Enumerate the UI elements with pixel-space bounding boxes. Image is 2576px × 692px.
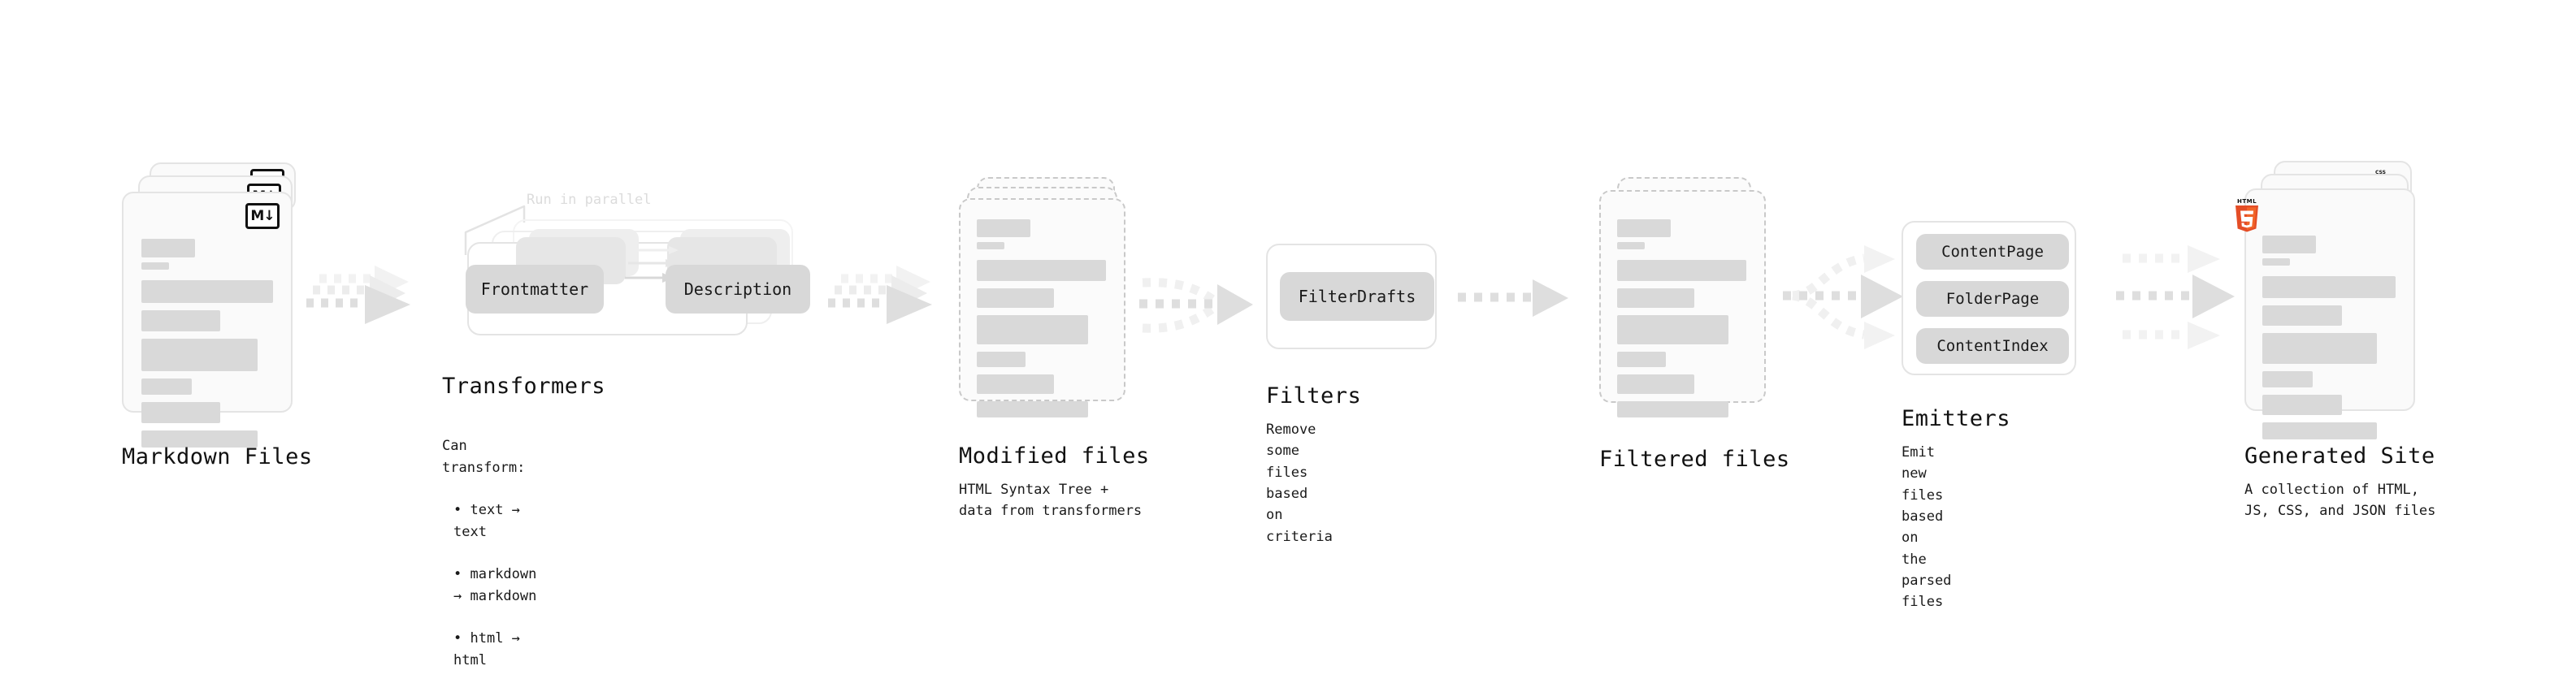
chip-label: ContentPage — [1941, 243, 2044, 261]
placeholder-bar — [977, 352, 1026, 367]
stage-desc-modified-files: HTML Syntax Tree + data from transformer… — [959, 482, 1143, 520]
placeholder-bar — [977, 374, 1055, 394]
filtered-card-front — [1599, 190, 1766, 417]
connector-modified-to-filters — [1136, 258, 1290, 351]
placeholder-bar — [1617, 401, 1728, 417]
placeholder-bar — [141, 378, 192, 395]
stage-modified-files: Modified files HTML Syntax Tree + data f… — [959, 177, 1149, 519]
filter-chip-filterdrafts[interactable]: FilterDrafts — [1280, 272, 1434, 321]
placeholder-bar — [2262, 422, 2378, 439]
stage-desc-filters: Remove some files based on criteria — [1266, 422, 1333, 545]
stage-desc-emitters: Emit new files based on the parsed files — [1902, 444, 1952, 611]
chip-label: Frontmatter — [480, 279, 589, 299]
chip-label: ContentIndex — [1936, 337, 2049, 355]
desc-line: Can transform: — [442, 438, 526, 476]
placeholder-bar — [977, 242, 1004, 249]
connector-filtered-to-emitters — [1780, 236, 1942, 361]
html5-wordmark: HTML — [2236, 198, 2257, 205]
placeholder-bar — [2262, 236, 2316, 253]
placeholder-bar — [2262, 305, 2343, 326]
stage-markdown-files: M↓ M↓ M↓ Markdown Files — [122, 162, 317, 469]
dashed-arrow-icon — [1458, 279, 1568, 317]
placeholder-bar — [1617, 288, 1695, 308]
placeholder-bar — [141, 280, 273, 303]
stage-title-filters: Filters — [1266, 383, 1362, 409]
filters-panel: FilterDrafts — [1266, 244, 1437, 349]
stage-title-markdown-files: Markdown Files — [122, 444, 313, 469]
placeholder-bar — [141, 310, 221, 331]
modified-file-stack — [959, 177, 1146, 437]
emitters-panel: ContentPage FolderPage ContentIndex — [1902, 221, 2076, 375]
placeholder-bar — [141, 239, 195, 257]
placeholder-bar — [141, 339, 258, 371]
bullet-item: • html → html — [453, 630, 520, 668]
placeholder-bar — [2262, 395, 2343, 415]
chip-label: FilterDrafts — [1298, 287, 1416, 306]
placeholder-bar — [2262, 371, 2314, 387]
dashed-arrow-stack-icon — [2116, 245, 2235, 349]
html5-logo-icon: HTML — [2233, 198, 2261, 232]
connector-filters-to-filtered — [1455, 276, 1601, 336]
stage-desc-transformers: Can transform: • text → text • markdown … — [442, 414, 536, 692]
stage-title-generated-site: Generated Site — [2244, 443, 2435, 469]
placeholder-bar — [141, 262, 169, 270]
placeholder-bar — [141, 402, 221, 423]
placeholder-bar — [1617, 374, 1695, 394]
placeholder-bar — [1617, 260, 1746, 281]
transformer-chip-frontmatter[interactable]: Frontmatter — [466, 265, 604, 314]
parallel-bracket-icon — [464, 205, 526, 255]
stage-filtered-files: Filtered files — [1599, 177, 1789, 472]
chip-label: Description — [683, 279, 792, 299]
connector-transformers-to-modified — [825, 264, 987, 348]
markdown-file-stack: M↓ M↓ M↓ — [122, 162, 317, 448]
stage-title-transformers: Transformers — [442, 374, 606, 399]
dashed-arrow-merge-icon — [1139, 278, 1253, 333]
dashed-arrow-stack-icon — [306, 266, 410, 324]
stage-title-filtered-files: Filtered files — [1599, 447, 1790, 472]
placeholder-bar — [2262, 258, 2290, 266]
filtered-file-stack — [1599, 177, 1786, 437]
stage-title-emitters: Emitters — [1902, 406, 2011, 431]
site-card-html: HTML — [2236, 188, 2415, 439]
bullet-label: markdown → markdown — [453, 566, 537, 604]
run-in-parallel-label: Run in parallel — [527, 192, 652, 208]
placeholder-bar — [1617, 242, 1645, 249]
placeholder-bar — [977, 219, 1030, 237]
modified-card-front — [959, 198, 1125, 417]
placeholder-bar — [2262, 333, 2378, 364]
placeholder-bar — [977, 288, 1055, 308]
connector-emitters-to-site — [2113, 236, 2275, 361]
chip-label: FolderPage — [1945, 290, 2040, 308]
placeholder-bar — [1617, 352, 1667, 367]
dashed-arrow-split-icon — [1783, 245, 1903, 349]
emitter-chip-contentindex[interactable]: ContentIndex — [1916, 328, 2069, 364]
connector-md-to-transformers — [303, 264, 466, 348]
placeholder-bar — [977, 260, 1106, 281]
stage-desc-generated-site: A collection of HTML, JS, CSS, and JSON … — [2244, 482, 2436, 520]
bullet-label: html → html — [453, 630, 520, 668]
stage-title-modified-files: Modified files — [959, 443, 1150, 469]
markdown-logo-icon: M↓ — [245, 203, 280, 229]
markdown-card-front: M↓ — [122, 192, 293, 448]
emitter-chip-folderpage[interactable]: FolderPage — [1916, 281, 2069, 317]
generated-site-stack: HTML — [2236, 161, 2448, 439]
placeholder-bar — [1617, 315, 1728, 344]
bullet-label: text → text — [453, 502, 520, 540]
transformer-chip-description[interactable]: Description — [666, 265, 810, 314]
dashed-arrow-stack-icon — [828, 266, 932, 324]
bullet-item: • text → text — [453, 502, 520, 540]
placeholder-bar — [2262, 276, 2396, 298]
placeholder-bar — [977, 401, 1088, 417]
placeholder-bar — [141, 430, 258, 448]
bullet-item: • markdown → markdown — [453, 566, 537, 604]
placeholder-bar — [977, 315, 1088, 344]
html5-shield-icon — [2236, 205, 2258, 232]
stage-generated-site: HTML Gen — [2236, 161, 2448, 519]
emitter-chip-contentpage[interactable]: ContentPage — [1916, 234, 2069, 270]
placeholder-bar — [1617, 219, 1671, 237]
